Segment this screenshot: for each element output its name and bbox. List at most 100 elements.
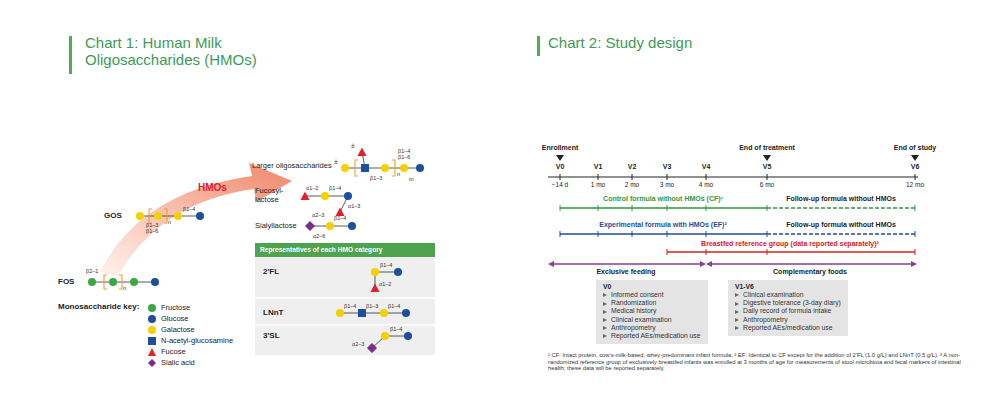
label: 6 mo bbox=[760, 181, 774, 188]
label: Breastfed reference group (data reported… bbox=[699, 240, 881, 248]
label: Exclusive feeding bbox=[594, 268, 657, 276]
label: β1–4 bbox=[183, 206, 195, 212]
legend-row: Sialic acid bbox=[148, 357, 233, 368]
visit-item: Clinical examination bbox=[603, 316, 701, 324]
visit-tick bbox=[560, 205, 561, 211]
label: α1–3 bbox=[348, 203, 360, 209]
label: β2–1 bbox=[86, 268, 98, 274]
visit-item: Anthropometry bbox=[735, 316, 841, 324]
label: β1–4 bbox=[344, 303, 356, 309]
label: Control formula without HMOs (CF)¹ bbox=[601, 195, 725, 203]
visit-tick bbox=[598, 174, 599, 180]
legend-shape bbox=[148, 359, 156, 367]
label: β1–3 bbox=[370, 175, 382, 181]
visit-box: V1-V6Clinical examinationDigestive toler… bbox=[728, 280, 848, 336]
visit-item: Randomization bbox=[603, 299, 701, 307]
label: FOS bbox=[58, 277, 74, 286]
label: β1–4 bbox=[398, 148, 410, 154]
bullet-triangle bbox=[603, 293, 607, 297]
label: V6 bbox=[911, 163, 920, 171]
label: n bbox=[123, 285, 126, 291]
visit-tick bbox=[767, 231, 768, 237]
visit-tick bbox=[767, 249, 768, 255]
hmo-structures bbox=[336, 268, 412, 353]
label: m bbox=[409, 176, 414, 182]
visit-item-text: Clinical examination bbox=[611, 316, 671, 323]
label: Monosaccharide key: bbox=[58, 302, 139, 311]
label: V4 bbox=[702, 163, 711, 171]
bullet-triangle bbox=[603, 326, 607, 330]
visit-box: V0Informed consentRandomizationMedical h… bbox=[596, 280, 708, 344]
label: ¹ CF: Intact protein, cow's-milk-based, … bbox=[548, 352, 978, 372]
bullet-triangle bbox=[735, 310, 739, 314]
visit-item-text: Clinical examination bbox=[743, 291, 803, 298]
visit-item: Informed consent bbox=[603, 291, 701, 299]
table-rules bbox=[255, 298, 435, 325]
label: Chart 1: Human Milk Oligosaccharides (HM… bbox=[85, 34, 285, 69]
visit-item-text: Digestive tolerance (3-day diary) bbox=[743, 299, 841, 306]
title-bar bbox=[537, 36, 540, 56]
legend-row: Glucose bbox=[148, 313, 233, 324]
label: End of treatment bbox=[739, 144, 795, 152]
visit-tick bbox=[632, 205, 633, 211]
label: Fucosyl- lactose bbox=[255, 187, 297, 204]
visit-item: Daily record of formula intake bbox=[735, 307, 841, 315]
label: GOS bbox=[104, 211, 122, 220]
bullet-triangle bbox=[735, 302, 739, 306]
visit-heading: V0 bbox=[603, 283, 701, 291]
legend-text: Fructose bbox=[161, 303, 190, 312]
label: Chart 2: Study design bbox=[548, 34, 848, 51]
legend-row: Fucose bbox=[148, 346, 233, 357]
legend-text: N-acetyl-glucosamine bbox=[161, 336, 233, 345]
legend-row: Galactose bbox=[148, 324, 233, 335]
visit-tick bbox=[706, 231, 707, 237]
label: 2 mo bbox=[625, 181, 639, 188]
label: V5 bbox=[763, 163, 772, 171]
legend-text: Glucose bbox=[161, 314, 189, 323]
legend-text: Sialic acid bbox=[161, 358, 195, 367]
label: 4 mo bbox=[699, 181, 713, 188]
visit-tick bbox=[632, 231, 633, 237]
visit-item-text: Medical history bbox=[611, 307, 656, 314]
label: β1–3 bbox=[146, 222, 158, 228]
bullet-triangle bbox=[603, 310, 607, 314]
bonds bbox=[340, 272, 408, 348]
label: 3 mo bbox=[660, 181, 674, 188]
label: n bbox=[397, 171, 400, 177]
label: β1–4 bbox=[329, 185, 341, 191]
visit-tick bbox=[767, 205, 768, 211]
label: α2–3 bbox=[312, 212, 324, 218]
label: Follow-up formula without HMOs bbox=[784, 195, 898, 203]
visit-tick bbox=[667, 231, 668, 237]
visit-item: Digestive tolerance (3-day diary) bbox=[735, 299, 841, 307]
legend-text: Galactose bbox=[161, 325, 195, 334]
label: n bbox=[168, 219, 171, 225]
timeline bbox=[548, 155, 919, 267]
visit-tick bbox=[560, 231, 561, 237]
visit-tick bbox=[706, 205, 707, 211]
title-bar bbox=[69, 36, 72, 74]
visit-item-text: Reported AEs/medication use bbox=[611, 332, 701, 339]
label: End of study bbox=[894, 144, 936, 152]
table-heading: Representatives of each HMO category bbox=[255, 243, 435, 257]
legend-swatch bbox=[148, 315, 156, 323]
visit-tick bbox=[915, 249, 916, 255]
label: Larger oligosaccharides bbox=[252, 162, 332, 171]
label: β1–6 bbox=[398, 154, 410, 160]
visit-item: Medical history bbox=[603, 307, 701, 315]
legend-row: N-acetyl-glucosamine bbox=[148, 335, 233, 346]
visit-item: Reported AEs/medication use bbox=[735, 324, 841, 332]
visit-tick bbox=[706, 249, 707, 255]
visit-tick bbox=[598, 205, 599, 211]
visit-item-text: Reported AEs/medication use bbox=[743, 324, 833, 331]
visit-tick bbox=[706, 174, 707, 180]
label: V2 bbox=[628, 163, 637, 171]
legend-swatch bbox=[148, 304, 156, 312]
label: β1–4 bbox=[380, 262, 392, 268]
label: β1–4 bbox=[334, 215, 346, 221]
legend-row: Fructose bbox=[148, 302, 233, 313]
label: α1–2 bbox=[379, 281, 391, 287]
label: 1 mo bbox=[591, 181, 605, 188]
visit-item-text: Daily record of formula intake bbox=[743, 307, 831, 314]
bullet-triangle bbox=[603, 318, 607, 322]
